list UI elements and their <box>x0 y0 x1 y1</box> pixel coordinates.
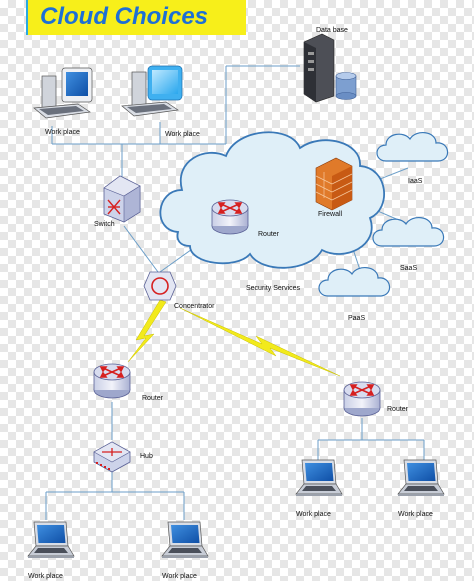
label-switch: Switch <box>94 221 115 228</box>
server-icon <box>303 33 335 103</box>
hub-icon <box>93 441 131 473</box>
label-paas: PaaS <box>348 315 365 322</box>
cloud-icon <box>376 131 449 162</box>
database-icon <box>335 72 357 100</box>
label-firewall: Firewall <box>318 211 343 218</box>
router-icon <box>343 381 381 417</box>
label-iaas: IaaS <box>408 178 423 185</box>
laptop-icon <box>397 459 445 497</box>
cloud-icon <box>372 216 445 247</box>
label-router-cloud: Router <box>258 231 280 238</box>
laptop-icon <box>161 521 209 559</box>
laptop-icon <box>295 459 343 497</box>
label-router-right: Router <box>387 406 409 413</box>
label-workplace-5: Work place <box>28 573 63 580</box>
label-hub: Hub <box>140 453 153 460</box>
label-workplace-3: Work place <box>296 511 331 518</box>
concentrator-icon <box>143 271 177 301</box>
label-security-services: Security Services <box>246 285 301 292</box>
desktop-computer-icon <box>33 67 93 119</box>
label-concentrator: Concentrator <box>174 303 215 310</box>
label-database: Data base <box>316 27 348 34</box>
laptop-icon <box>27 521 75 559</box>
cloud-icon <box>318 266 391 297</box>
label-saas: SaaS <box>400 265 417 272</box>
label-workplace-1: Work place <box>45 129 80 136</box>
router-icon <box>93 363 131 399</box>
label-router-left: Router <box>142 395 164 402</box>
switch-icon <box>103 175 141 223</box>
label-workplace-2: Work place <box>165 131 200 138</box>
router-icon <box>211 199 249 235</box>
label-workplace-4: Work place <box>398 511 433 518</box>
diagram-title: Cloud Choices <box>40 3 209 30</box>
title-banner <box>26 0 246 35</box>
firewall-icon <box>315 157 353 211</box>
lightning-icon <box>127 299 341 377</box>
label-workplace-6: Work place <box>162 573 197 580</box>
desktop-computer-icon <box>121 65 183 117</box>
